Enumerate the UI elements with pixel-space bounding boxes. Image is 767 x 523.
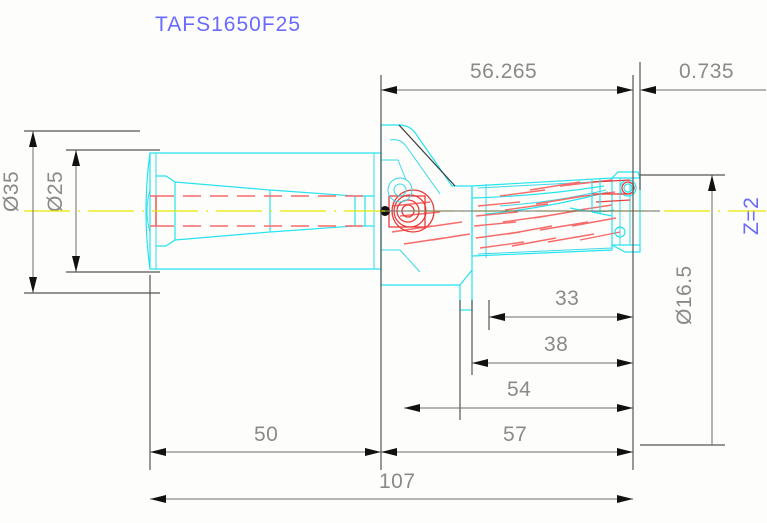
part-number-title: TAFS1650F25	[155, 13, 301, 36]
dimension-d25	[72, 150, 80, 272]
dimension-57	[381, 448, 633, 456]
dimension-54	[404, 404, 633, 412]
dimension-56265	[381, 86, 633, 94]
dimension-38	[472, 359, 633, 367]
dimension-text-38: 38	[544, 333, 568, 356]
dimension-107	[150, 495, 633, 503]
dimension-0735	[640, 86, 766, 94]
dimension-d35	[29, 131, 37, 293]
dimension-text-d35: Ø35	[0, 171, 23, 212]
part-geometry	[24, 124, 766, 311]
dimension-33	[489, 313, 633, 321]
flange-transition	[380, 124, 473, 311]
dimension-text-50: 50	[254, 423, 278, 446]
insert-pocket-detail	[569, 178, 637, 238]
dimension-text-56265: 56.265	[470, 60, 537, 83]
dimension-text-d25: Ø25	[44, 171, 67, 212]
dimension-text-54: 54	[507, 378, 531, 401]
dimension-text-d165: Ø16.5	[673, 265, 696, 325]
dimension-d165	[708, 175, 716, 445]
dimension-text-57: 57	[503, 423, 527, 446]
coolant-bore-detail	[380, 177, 435, 233]
dimension-text-33: 33	[555, 287, 579, 310]
dimension-text-0735: 0.735	[679, 60, 734, 83]
flute-hatch-lines	[391, 179, 621, 249]
dimension-50	[150, 448, 381, 456]
teeth-count-label: Z=2	[740, 197, 763, 235]
dimension-text-107: 107	[379, 470, 416, 493]
